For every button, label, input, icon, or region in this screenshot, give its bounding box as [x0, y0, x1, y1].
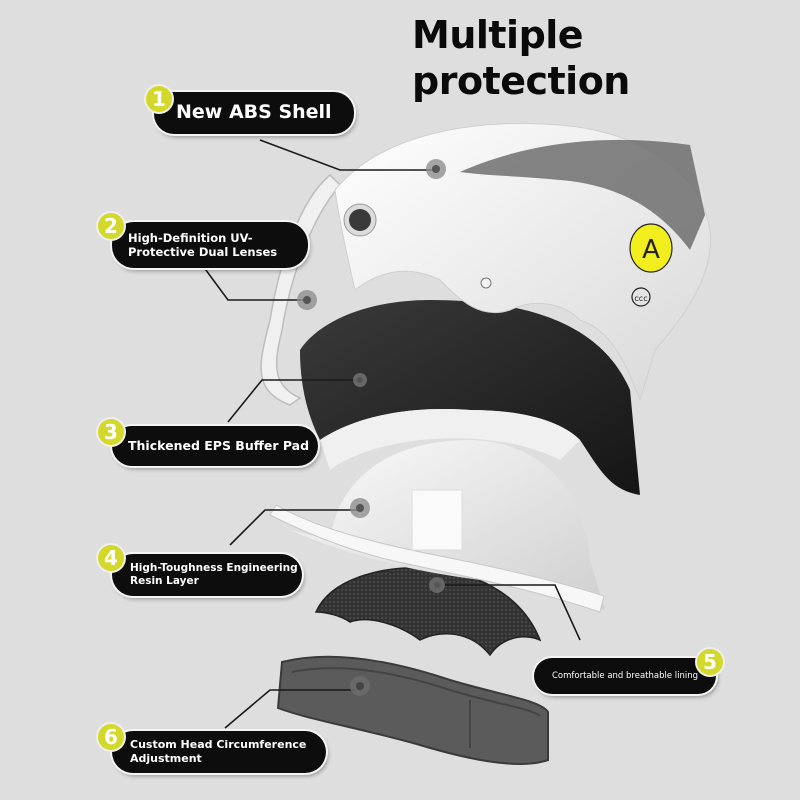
eps-buffer-pad — [300, 300, 640, 495]
callout-resin-layer: High-Toughness Engineering Resin Layer — [112, 554, 302, 596]
title-line-2: protection — [412, 59, 630, 103]
ccc-mark-icon — [631, 287, 651, 307]
callout-5-label: Comfortable and breathable lining — [552, 670, 699, 681]
title-line-1: Multiple — [412, 13, 584, 57]
callout-4-label-line-1: High-Toughness Engineering — [130, 561, 298, 574]
callout-3-label: Thickened EPS Buffer Pad — [128, 438, 310, 454]
callout-abs-shell: New ABS Shell — [154, 92, 354, 134]
badge-6-icon: 6 — [98, 724, 124, 750]
callout-eps-buffer-pad: Thickened EPS Buffer Pad — [112, 426, 318, 466]
badge-3-icon: 3 — [98, 419, 124, 445]
a-badge-icon — [629, 223, 673, 273]
page-title: Multiple protection — [412, 12, 630, 104]
callout-4-label-line-2: Resin Layer — [130, 575, 199, 587]
callout-comfort-lining: Comfortable and breathable lining — [534, 658, 716, 694]
badge-5-icon: 5 — [697, 649, 723, 675]
svg-text:ccc: ccc — [634, 294, 647, 303]
callout-head-circumference: Custom Head Circumference Adjustment — [112, 731, 326, 773]
badge-1-icon: 1 — [146, 86, 172, 112]
callout-2-label-line-2: Protective Dual Lenses — [128, 245, 278, 259]
callout-2-label-line-1: High-Definition UV- — [128, 230, 253, 245]
callout-dual-lenses: High-Definition UV- Protective Dual Lens… — [112, 222, 308, 268]
callout-6-label-line-1: Custom Head Circumference — [130, 738, 307, 752]
callout-1-label: New ABS Shell — [176, 101, 332, 124]
adjustment-band — [276, 655, 549, 765]
svg-text:A: A — [642, 235, 660, 265]
abs-shell: A ccc — [334, 123, 712, 402]
leader-lines — [199, 139, 581, 729]
badge-2-icon: 2 — [98, 213, 124, 239]
callout-6-label-line-2: Adjustment — [130, 752, 202, 765]
anchor-dots — [297, 159, 446, 696]
badge-4-icon: 4 — [98, 545, 124, 571]
